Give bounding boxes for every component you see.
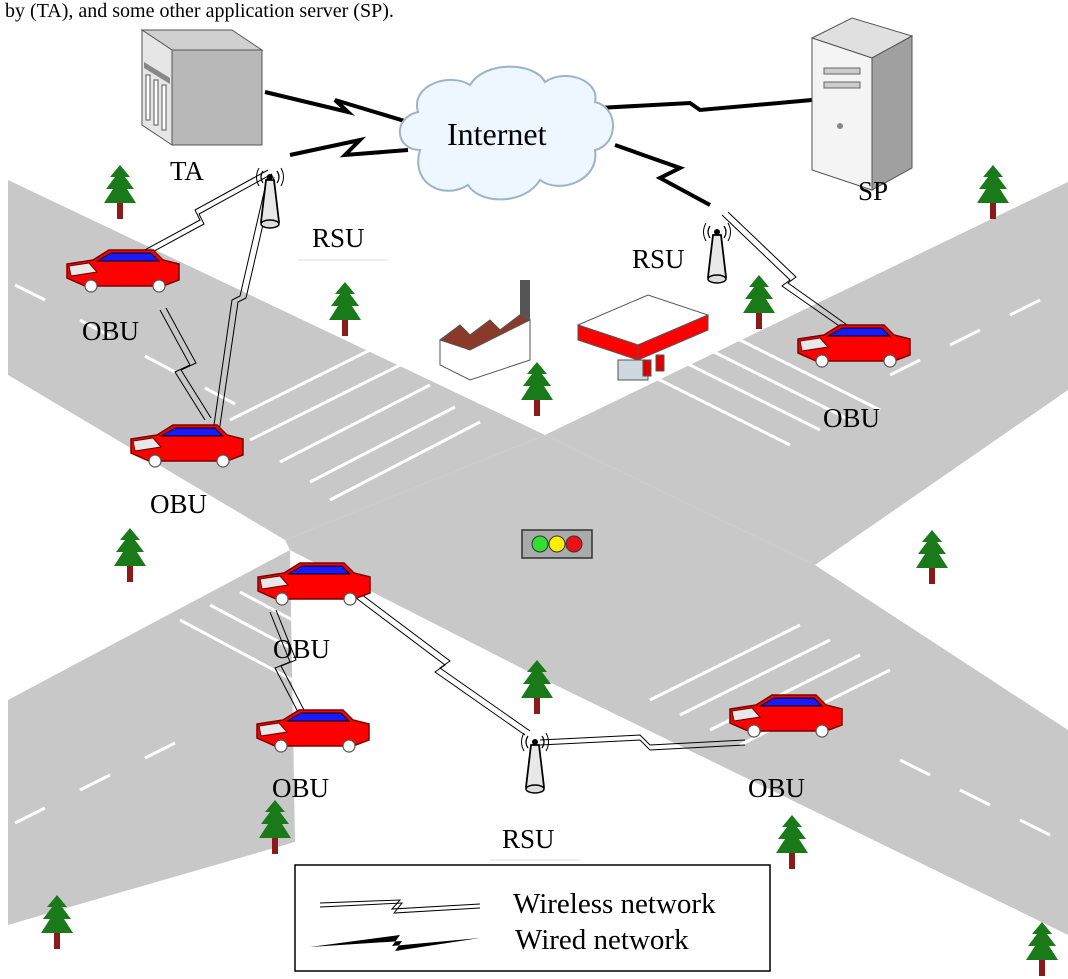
legend-wireless-label: Wireless network [513, 888, 716, 920]
roads [8, 180, 1068, 979]
tree-icon [743, 275, 775, 329]
legend-wired-label: Wired network [515, 924, 689, 956]
traffic-light-icon [521, 529, 593, 559]
tree-icon [521, 362, 553, 416]
sp-server-icon [810, 17, 914, 191]
rsu-antenna-icon [255, 167, 285, 229]
rsu-label-top-right: RSU [632, 244, 685, 274]
obu-label: OBU [82, 316, 139, 346]
figure-caption: by (TA), and some other application serv… [5, 0, 394, 22]
lane-markings [14, 283, 1051, 837]
wireless-links [129, 169, 851, 751]
factory-icon [438, 280, 532, 381]
legend-wired-line-icon [310, 935, 480, 951]
obu-label: OBU [150, 489, 207, 519]
ta-building-icon [140, 29, 264, 146]
rsu-antenna-icon [702, 222, 732, 284]
ta-label: TA [170, 156, 204, 186]
obu-label: OBU [272, 773, 329, 803]
obu-label: OBU [748, 773, 805, 803]
legend-wireless-line-icon [319, 899, 481, 914]
tree-icon [916, 530, 948, 584]
wired-links [264, 90, 813, 207]
tree-icon [114, 528, 146, 582]
sp-label: SP [858, 176, 888, 206]
tree-icon [329, 282, 361, 336]
tree-icon [977, 165, 1009, 219]
internet-label: Internet [447, 116, 547, 152]
rsu-label-bottom: RSU [502, 824, 555, 854]
rsu-label-top-left: RSU [312, 223, 365, 253]
gas-station-icon [576, 294, 710, 381]
obu-label: OBU [273, 634, 330, 664]
legend: Wireless network Wired network [294, 864, 771, 972]
internet-cloud-icon [398, 65, 614, 201]
tree-icon [104, 165, 136, 219]
obu-label: OBU [823, 403, 880, 433]
